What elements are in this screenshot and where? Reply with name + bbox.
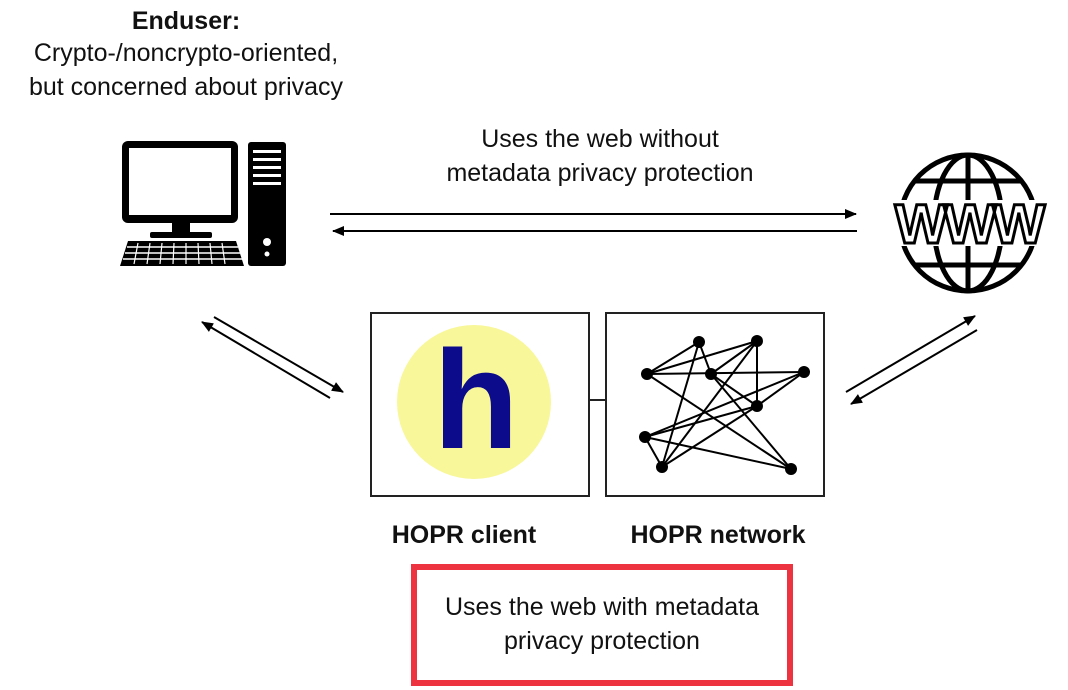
enduser-description-line2: but concerned about privacy xyxy=(28,73,344,101)
panel-connector xyxy=(588,399,605,401)
hopr-logo: h xyxy=(397,321,551,479)
hopr-client-label: HOPR client xyxy=(391,521,537,549)
arrow-web-to-network xyxy=(850,329,978,405)
arrow-network-to-web xyxy=(845,315,976,393)
www-text: WWW xyxy=(895,192,1046,255)
network-graph-icon xyxy=(639,335,810,475)
hopr-client-panel: h xyxy=(370,312,590,497)
arrow-client-to-computer xyxy=(201,321,331,399)
web-with-privacy-box: Uses the web with metadata privacy prote… xyxy=(411,564,793,686)
web-with-privacy-line1: Uses the web with metadata xyxy=(444,593,760,621)
enduser-description: Crypto-/noncrypto-oriented, but concerne… xyxy=(10,36,362,104)
globe-www-icon xyxy=(884,152,1052,294)
hopr-logo-letter: h xyxy=(433,321,519,478)
web-without-privacy-line2: metadata privacy protection xyxy=(446,159,754,187)
web-with-privacy-caption: Uses the web with metadata privacy prote… xyxy=(417,590,787,658)
enduser-description-line1: Crypto-/noncrypto-oriented, xyxy=(33,39,339,67)
desktop-computer-icon xyxy=(120,141,286,266)
web-with-privacy-line2: privacy protection xyxy=(504,627,700,655)
web-without-privacy-line1: Uses the web without xyxy=(481,125,719,153)
arrow-computer-to-client xyxy=(213,316,344,393)
enduser-title: Enduser: xyxy=(131,7,241,35)
web-without-privacy-caption: Uses the web without metadata privacy pr… xyxy=(420,122,780,190)
hopr-network-panel xyxy=(605,312,825,497)
hopr-network-label: HOPR network xyxy=(630,521,806,549)
